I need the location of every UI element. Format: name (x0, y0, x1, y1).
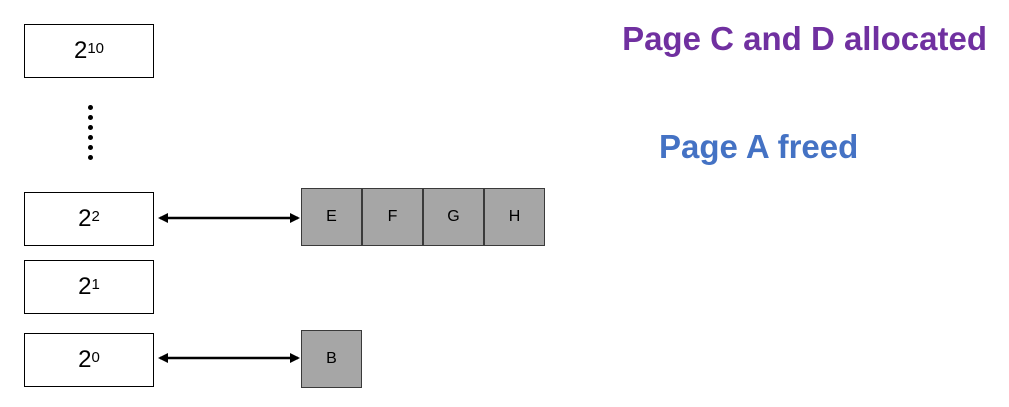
ellipsis-dots (88, 105, 96, 165)
page-block-b: B (301, 330, 362, 388)
order-base: 2 (78, 205, 92, 232)
page-block-e: E (301, 188, 362, 246)
order-base: 2 (73, 37, 88, 64)
status-freed: Page A freed (659, 128, 859, 165)
order-base: 2 (78, 346, 92, 373)
order-exponent: 2 (91, 207, 100, 225)
page-block-g: G (423, 188, 484, 246)
page-block-h: H (484, 188, 545, 246)
status-allocated: Page C and D allocated (622, 20, 987, 57)
order-exponent: 0 (91, 348, 100, 366)
order-exponent: 10 (87, 39, 105, 57)
order-base: 2 (78, 273, 92, 300)
order-exponent: 1 (91, 275, 100, 293)
page-block-f: F (362, 188, 423, 246)
